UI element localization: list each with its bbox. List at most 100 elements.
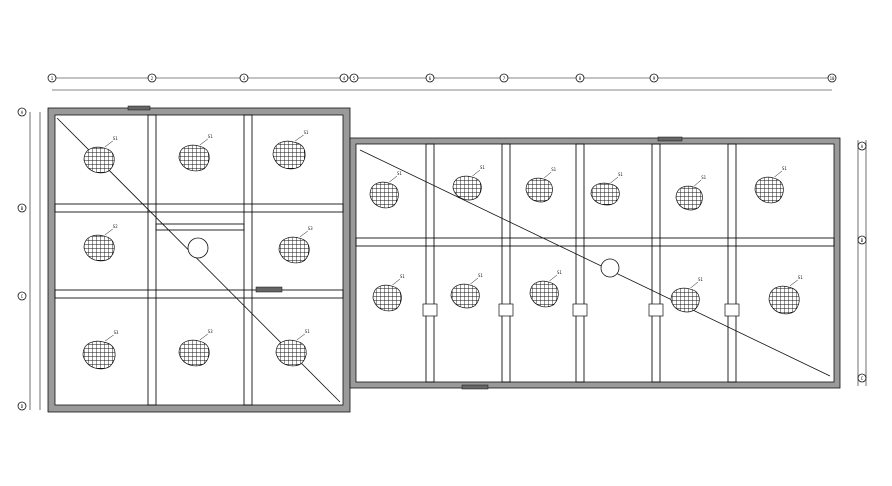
right-block-diagonal: [359, 149, 831, 377]
hatch-blob: [450, 283, 480, 309]
svg-text:6: 6: [429, 76, 432, 81]
opening-marker: [657, 136, 683, 142]
leader-line: [789, 279, 798, 287]
slab-label: S1: [480, 165, 485, 170]
hatch-blob: [83, 146, 115, 174]
slab-label: S1: [113, 136, 118, 141]
grid-bubble-A: A: [857, 141, 867, 151]
leader-line: [610, 176, 619, 184]
slab-label: S1: [400, 274, 405, 279]
leader-line: [389, 175, 398, 183]
svg-text:C: C: [21, 294, 24, 299]
right-block-beams: [355, 143, 835, 383]
leader-line: [104, 334, 114, 342]
slab-label: S2: [113, 224, 118, 229]
hatch-blob: [754, 176, 784, 204]
grid-bubble-B: B: [857, 235, 867, 245]
top-dimension-line: [52, 77, 832, 91]
right-block: [349, 136, 841, 390]
hatch-blob: [178, 144, 210, 172]
hatch-blob: [525, 177, 553, 203]
slab-label: S1: [397, 171, 402, 176]
svg-text:5: 5: [353, 76, 356, 81]
svg-text:10: 10: [830, 76, 835, 81]
opening-marker: [255, 286, 283, 293]
slab-label: S1: [557, 270, 562, 275]
hatch-blob: [369, 181, 399, 209]
right-block-column-pads: [422, 303, 740, 317]
leader-line: [690, 281, 699, 289]
opening-marker: [127, 105, 151, 111]
leader-line: [472, 169, 481, 177]
hatch-blob: [372, 284, 402, 312]
slab-label: S3: [208, 329, 213, 334]
slab-label: S1: [208, 134, 213, 139]
slab-label: S1: [618, 172, 623, 177]
hatch-blob: [272, 140, 306, 170]
hatch-blob: [768, 285, 800, 315]
hatch-blob: [278, 236, 310, 264]
leader-line: [199, 333, 208, 341]
grid-bubble-3: 3: [239, 73, 249, 83]
hatch-blob: [670, 287, 700, 313]
grid-bubble-8: 8: [575, 73, 585, 83]
right-dimension-line: [857, 140, 867, 386]
svg-text:2: 2: [151, 76, 154, 81]
svg-text:A: A: [861, 144, 864, 149]
leader-line: [544, 171, 552, 179]
grid-bubble-1: 1: [47, 73, 57, 83]
grid-bubble-4: 4: [339, 73, 349, 83]
hatch-blob: [83, 234, 115, 262]
svg-text:A: A: [21, 110, 24, 115]
svg-text:9: 9: [653, 76, 656, 81]
svg-text:B: B: [861, 238, 864, 243]
svg-text:1: 1: [51, 76, 54, 81]
svg-text:C: C: [861, 376, 864, 381]
opening-marker: [461, 384, 489, 390]
leader-line: [199, 138, 208, 146]
leader-line: [296, 333, 305, 341]
leader-line: [104, 140, 113, 148]
slab-label: S1: [798, 275, 803, 280]
leader-line: [549, 274, 558, 282]
leader-line: [104, 228, 113, 236]
hatch-blob: [275, 339, 307, 367]
hatch-blob: [82, 340, 116, 370]
grid-bubble-D: D: [17, 401, 27, 411]
grid-bubble-2: 2: [147, 73, 157, 83]
grid-bubble-A: A: [17, 107, 27, 117]
hatch-blob: [675, 185, 703, 211]
leader-line: [294, 134, 304, 142]
right-grid-bubbles: A B C: [857, 141, 867, 383]
svg-text:4: 4: [343, 76, 346, 81]
slab-label: S1: [478, 273, 483, 278]
grid-bubble-6: 6: [425, 73, 435, 83]
top-grid-bubbles: 1 2 3 4 5 6 7 8 9 10: [47, 73, 837, 83]
slab-label: S1: [551, 167, 556, 172]
slab-label: S1: [304, 130, 309, 135]
leader-line: [470, 277, 479, 285]
left-block-beams: [54, 114, 344, 406]
svg-text:D: D: [21, 404, 24, 409]
grid-bubble-C: C: [857, 373, 867, 383]
column-symbol: [187, 237, 209, 259]
grid-bubble-7: 7: [499, 73, 509, 83]
leader-line: [774, 170, 783, 178]
slab-label: S1: [782, 166, 787, 171]
hatched-reinforcement-areas: [82, 134, 800, 370]
slab-label: S1: [698, 277, 703, 282]
slab-label: S1: [701, 175, 706, 180]
hatch-blob: [590, 182, 620, 206]
left-grid-bubbles: A B C D: [17, 107, 27, 411]
grid-bubble-C: C: [17, 291, 27, 301]
grid-bubble-B: B: [17, 203, 27, 213]
grid-bubble-10: 10: [827, 73, 837, 83]
leader-line: [392, 278, 401, 286]
slab-label: S3: [308, 226, 313, 231]
slab-label: S1: [305, 329, 310, 334]
column-symbol: [600, 258, 620, 278]
svg-text:8: 8: [579, 76, 582, 81]
hatch-blob: [529, 280, 559, 308]
